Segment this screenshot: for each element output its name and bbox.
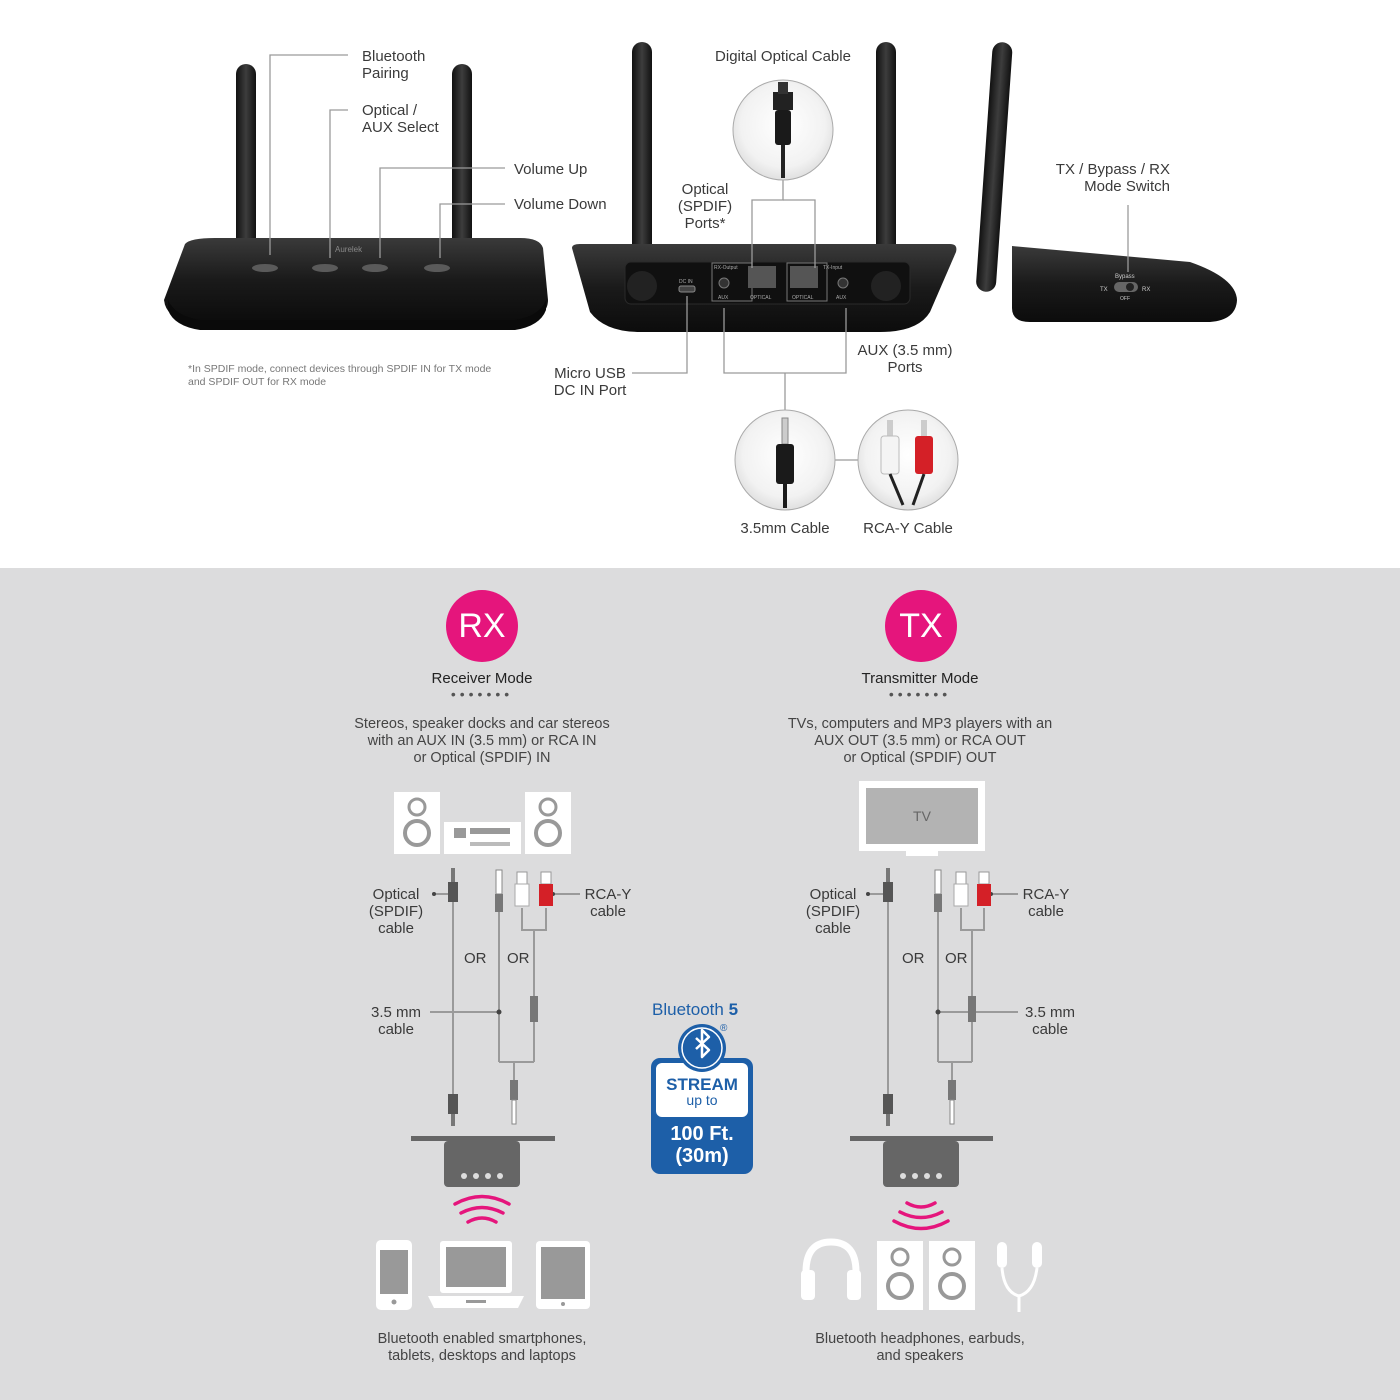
rx-cable-lines [430,893,580,1096]
tx-badge: TX [885,590,957,662]
rx-mode-title: Receiver Mode [431,670,533,687]
tx-rca-cable-label: RCA-Y cable [1022,886,1070,920]
optical-ports-label: Optical (SPDIF) Ports* [677,181,733,232]
digital-optical-cable-label: Digital Optical Cable [715,48,851,65]
spdif-footnote: *In SPDIF mode, connect devices through … [188,363,492,388]
front-callout-lines [269,54,505,258]
tx-mode-title: Transmitter Mode [861,670,979,687]
35mm-cable-label: 3.5mm Cable [740,520,830,537]
stereo-system-icon [394,792,571,854]
stream-label: STREAM [666,1075,738,1094]
dc-in-mark: DC IN [679,279,693,285]
aux-mark-right: AUX [836,295,847,301]
rx-badge: RX [446,590,518,662]
bluetooth-registered-mark: ® [720,1023,728,1034]
aux-ports-label: AUX (3.5 mm) Ports [857,342,953,376]
bluetooth-version: 5 [728,1000,739,1019]
tx-column-artwork [801,781,1042,1312]
volume-down-label: Volume Down [514,196,607,213]
bluetooth-5-title: Bluetooth 5 [652,1000,738,1020]
rx-optical-cable-label: Optical (SPDIF) cable [368,886,424,937]
tx-signal-waves [892,1201,950,1231]
mode-switch-label: TX / Bypass / RX Mode Switch [1055,161,1170,195]
rear-callout-lines [632,180,860,461]
bluetooth-badge-artwork [651,1024,753,1174]
rx-rca-cable-label: RCA-Y cable [584,886,632,920]
rca-cable-circle [857,409,959,511]
tx-description: TVs, computers and MP3 players with an A… [787,716,1053,766]
tx-optical-cable-label: Optical (SPDIF) cable [805,886,861,937]
modes-panel-background [0,568,1400,1400]
optical-mark-right: OPTICAL [792,295,814,301]
tv-screen-label: TV [913,808,931,824]
tv-icon [859,781,985,856]
rx-source-devices [376,1240,590,1310]
tx-mark: TX [1100,287,1108,293]
rx-mark: RX [1142,287,1150,293]
rear-device-illustration: DC IN RX-Output TX-Input AUX OPTICAL OPT… [572,42,957,332]
tx-or-1: OR [902,950,925,967]
bluetooth-pairing-label: Bluetooth Pairing [362,48,426,82]
optical-mark-left: OPTICAL [750,295,772,301]
side-device-illustration: Bypass TX RX OFF [976,42,1237,322]
up-to-label: up to [686,1092,718,1108]
tx-or-2: OR [945,950,968,967]
volume-up-label: Volume Up [514,161,588,178]
off-mark: OFF [1120,296,1130,302]
rx-35mm-cable-label: 3.5 mm cable [370,1004,421,1038]
rx-output-mark: RX-Output [714,265,738,271]
tx-bottom-caption: Bluetooth headphones, earbuds, and speak… [815,1331,1025,1364]
rx-column-artwork [376,792,590,1310]
cable-35mm-circle [734,409,836,511]
optical-cable-circle [732,79,834,181]
rx-or-1: OR [464,950,487,967]
distance-label: 100 Ft. (30m) [670,1123,734,1167]
bluetooth-word: Bluetooth [652,1000,724,1019]
bypass-mark: Bypass [1115,274,1135,280]
optical-aux-select-label: Optical / AUX Select [362,102,439,136]
tx-output-devices [801,1238,1042,1312]
rx-description: Stereos, speaker docks and car stereos w… [354,716,610,766]
tx-35mm-cable-label: 3.5 mm cable [1024,1004,1075,1038]
tx-cable-lines [868,893,1018,1096]
tx-dots: ••••••• [888,686,952,702]
front-brand-text: Aurelek [335,245,363,254]
top-section: Aurelek DC IN RX-Output TX-Input [164,42,1237,511]
rca-y-cable-label: RCA-Y Cable [863,520,953,537]
front-device-illustration: Aurelek [164,64,548,330]
rx-or-2: OR [507,950,530,967]
tx-input-mark: TX-Input [823,265,843,271]
aux-mark-left: AUX [718,295,729,301]
micro-usb-label: Micro USB DC IN Port [553,365,627,399]
rx-dots: ••••••• [450,686,514,702]
rx-signal-waves [453,1194,511,1224]
rx-bottom-caption: Bluetooth enabled smartphones, tablets, … [377,1331,587,1364]
